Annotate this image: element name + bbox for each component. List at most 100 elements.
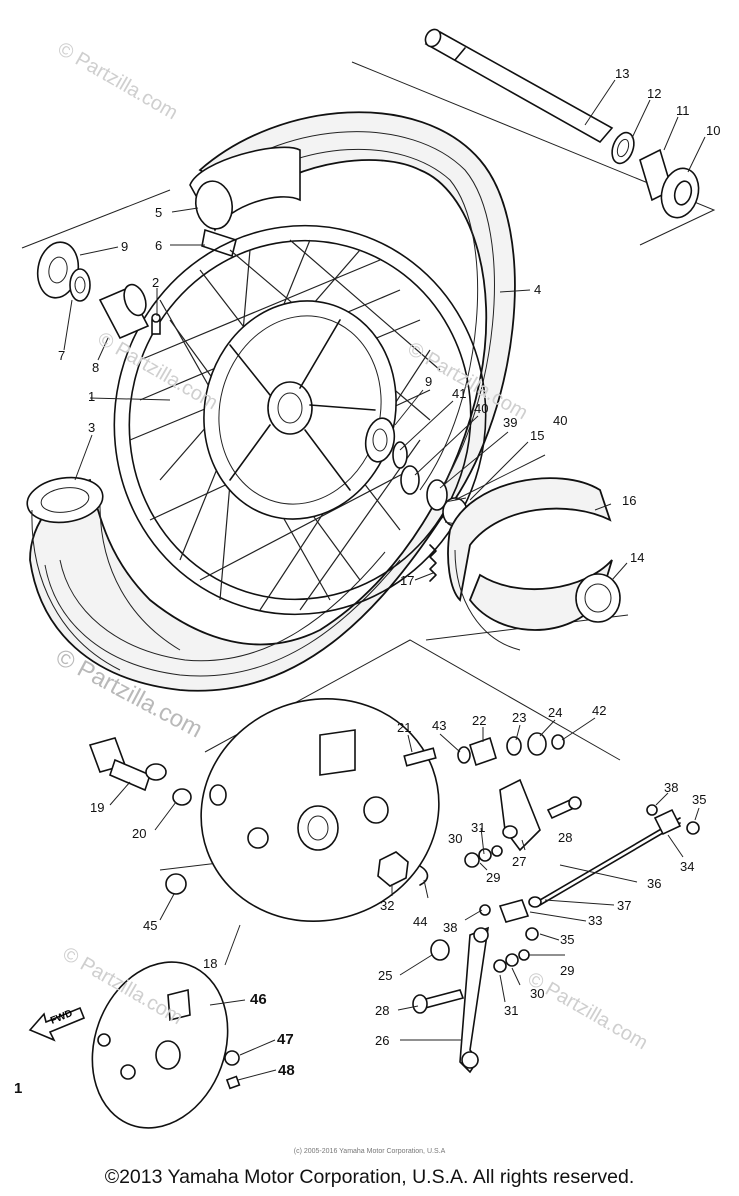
callout-48: 48 (278, 1062, 295, 1079)
washers-29-30-31-bottom (493, 949, 530, 973)
callout-31: 31 (471, 820, 485, 835)
washer-40a (400, 465, 420, 495)
callout-27: 27 (512, 854, 526, 869)
nut-32 (377, 851, 409, 887)
joint-33 (479, 896, 542, 941)
callout-18: 18 (203, 956, 217, 971)
brake-spring-17 (429, 544, 437, 582)
callout-12: 12 (647, 86, 661, 101)
callout-33: 33 (588, 913, 602, 928)
callout-3: 3 (88, 420, 95, 435)
bolt-28-bottom (412, 989, 465, 1014)
brake-cam-19 (88, 737, 167, 792)
callout-20: 20 (132, 826, 146, 841)
callout-37: 37 (617, 898, 631, 913)
valve (151, 313, 161, 335)
callout-30: 30 (448, 831, 462, 846)
page-number: 1 (14, 1080, 23, 1097)
fwd-arrow: FWD (28, 1006, 86, 1042)
callout-46: 46 (250, 991, 267, 1008)
brake-lever-26 (459, 926, 489, 1074)
callout-15: 15 (530, 428, 544, 443)
nut-45 (165, 873, 187, 895)
oil-seal-7 (69, 268, 91, 302)
callout-5: 5 (155, 205, 162, 220)
callout-40b: 40 (553, 413, 567, 428)
callout-9b: 9 (425, 374, 432, 389)
callout-23: 23 (512, 710, 526, 725)
callout-25: 25 (378, 968, 392, 983)
callout-29b: 29 (560, 963, 574, 978)
spacer-8 (98, 283, 150, 340)
callout-8: 8 (92, 360, 99, 375)
callout-13: 13 (615, 66, 629, 81)
callout-47: 47 (277, 1031, 294, 1048)
rings-23-24-42 (506, 732, 565, 756)
callout-31b: 31 (504, 1003, 518, 1018)
callout-36: 36 (647, 876, 661, 891)
exploded-view-drawing: FWD (21, 28, 720, 1129)
cotter-pin-44 (419, 865, 429, 886)
lower-brake-panel (91, 961, 229, 1129)
small-caption: (c) 2005-2016 Yamaha Motor Corporation, … (293, 1148, 446, 1155)
tube-section (26, 476, 181, 671)
callout-11: 11 (676, 103, 690, 118)
leader-lines (63, 79, 706, 1081)
callout-17: 17 (400, 573, 414, 588)
oil-seal-39 (426, 479, 448, 511)
grommet-22 (457, 736, 497, 767)
callout-26: 26 (375, 1033, 389, 1048)
callout-28: 28 (558, 830, 572, 845)
callout-45: 45 (143, 918, 157, 933)
axle (424, 28, 614, 144)
washers-29-30-31-top (464, 845, 503, 868)
bolt-28-top (546, 796, 582, 820)
brake-panel (200, 697, 440, 923)
callout-6: 6 (155, 238, 162, 253)
callout-24: 24 (548, 705, 562, 720)
circlip-41 (392, 441, 408, 469)
washer-14 (575, 573, 621, 623)
callout-4: 4 (534, 282, 541, 297)
callout-10: 10 (706, 123, 720, 138)
callout-34: 34 (680, 859, 694, 874)
hub (203, 300, 397, 520)
axle-collar-12 (611, 131, 635, 165)
callout-16: 16 (622, 493, 636, 508)
callout-1: 1 (88, 389, 95, 404)
plug-48 (225, 1075, 241, 1090)
joint-34 (646, 804, 700, 836)
callout-numbers: 1 2 3 4 5 6 7 8 9 9 10 11 12 13 14 15 16… (58, 66, 720, 1079)
callout-35: 35 (692, 792, 706, 807)
boss-21-parts (209, 747, 437, 806)
callout-7: 7 (58, 348, 65, 363)
washer-20 (172, 788, 192, 806)
callout-35b: 35 (560, 932, 574, 947)
callout-14: 14 (630, 550, 644, 565)
rim (113, 224, 487, 616)
callout-21: 21 (397, 720, 411, 735)
callout-28b: 28 (375, 1003, 389, 1018)
callout-19: 19 (90, 800, 104, 815)
copyright-notice: ©2013 Yamaha Motor Corporation, U.S.A. A… (104, 1166, 635, 1188)
callout-41: 41 (452, 386, 466, 401)
cap-47 (224, 1050, 240, 1066)
callout-2: 2 (152, 275, 159, 290)
callout-32: 32 (380, 898, 394, 913)
bearing-10 (660, 167, 700, 219)
washer-25 (430, 939, 450, 961)
bearing-right-9 (364, 417, 396, 463)
callout-29: 29 (486, 870, 500, 885)
callout-22: 22 (472, 713, 486, 728)
callout-30b: 30 (530, 986, 544, 1001)
brake-rod-36 (539, 817, 681, 906)
tube (189, 146, 301, 232)
callout-43: 43 (432, 718, 446, 733)
brake-shoes (447, 477, 613, 651)
callout-40: 40 (474, 401, 488, 416)
callout-38: 38 (664, 780, 678, 795)
callout-9: 9 (121, 239, 128, 254)
callout-39: 39 (503, 415, 517, 430)
callout-38b: 38 (443, 920, 457, 935)
